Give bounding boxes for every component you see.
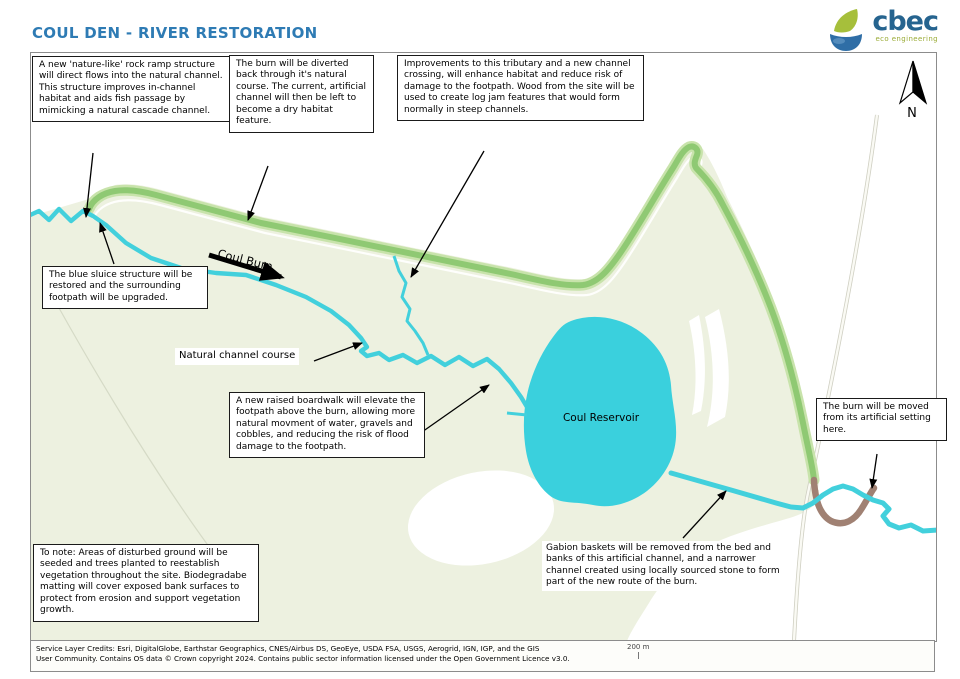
- map-frame: Coul Burn Coul Reservoir N: [30, 52, 937, 642]
- leader-burn-moved: [869, 453, 878, 489]
- note-tributary: Improvements to this tributary and a new…: [397, 55, 644, 122]
- credits-line-2: User Community. Contains OS data © Crown…: [36, 654, 570, 664]
- scale-bar: 200 m: [627, 643, 649, 659]
- scale-tick: [637, 652, 639, 659]
- leader-sluice: [99, 222, 115, 265]
- logo-highlight: [833, 38, 846, 44]
- scale-label: 200 m: [627, 643, 650, 651]
- leader-gabion: [682, 490, 727, 539]
- service-layer-credits: Service Layer Credits: Esri, DigitalGlob…: [36, 644, 570, 664]
- cbec-droplet-icon: [830, 9, 863, 51]
- note-rock-ramp: A new 'nature-like' rock ramp structure …: [32, 56, 232, 123]
- note-to-note: To note: Areas of disturbed ground will …: [33, 544, 259, 622]
- white-clearing: [407, 470, 555, 566]
- outflow-channel-path: [668, 470, 936, 534]
- reservoir-inlet-path: [506, 411, 528, 417]
- note-burn-moved: The burn will be moved from its artifici…: [816, 398, 947, 442]
- reservoir-shape: [523, 316, 677, 507]
- logo-wordmark: cbec eco engineering: [872, 6, 939, 43]
- leader-natural-channel: [313, 342, 363, 362]
- footer-bar: Service Layer Credits: Esri, DigitalGlob…: [30, 640, 935, 672]
- white-wedge-2: [689, 315, 705, 415]
- note-gabion: Gabion baskets will be removed from the …: [542, 541, 785, 591]
- logo-tagline: eco engineering: [875, 35, 938, 43]
- note-diverted: The burn will be diverted back through i…: [229, 55, 374, 133]
- coul-reservoir-label: Coul Reservoir: [563, 412, 640, 424]
- tributary-path: [392, 255, 430, 356]
- note-sluice: The blue sluice structure will be restor…: [42, 266, 208, 310]
- label-natural-channel: Natural channel course: [175, 348, 300, 365]
- page-title: COUL DEN - RIVER RESTORATION: [32, 24, 318, 42]
- leader-tributary: [410, 150, 485, 278]
- logo-text: cbec: [872, 6, 939, 37]
- north-label: N: [907, 106, 917, 121]
- north-arrow-icon: N: [898, 60, 928, 121]
- cbec-logo: cbec eco engineering: [825, 6, 939, 52]
- leader-rock-ramp: [83, 152, 94, 218]
- white-wedge: [705, 309, 729, 427]
- note-boardwalk: A new raised boardwalk will elevate the …: [229, 392, 425, 459]
- credits-line-1: Service Layer Credits: Esri, DigitalGlob…: [36, 644, 540, 653]
- map-canvas: Coul Burn Coul Reservoir N: [31, 53, 936, 641]
- leader-diverted: [247, 165, 269, 221]
- logo-leaf-shape: [834, 9, 859, 33]
- flow-arrow: [208, 252, 285, 281]
